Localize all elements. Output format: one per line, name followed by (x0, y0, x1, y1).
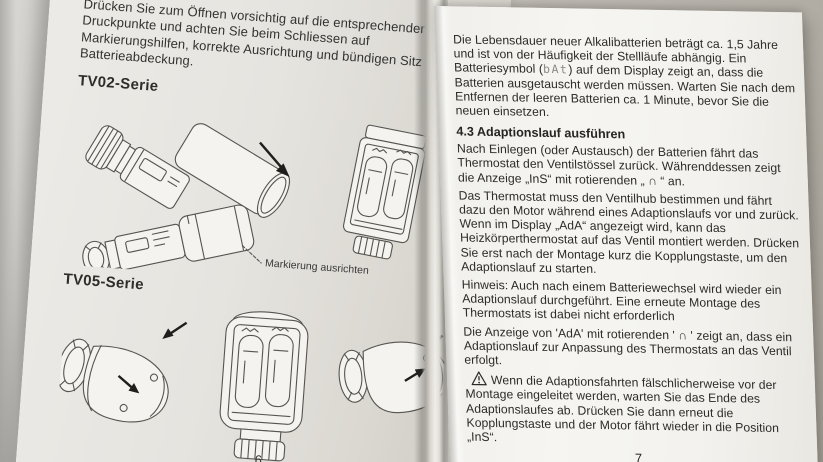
press-point-arrows-left (117, 321, 188, 394)
ada-display-paragraph: Die Anzeige von 'AdA' mit rotierenden ' … (463, 324, 793, 368)
tv02-thermostat-head-drawing (85, 124, 190, 209)
tv05-battery-compartment-drawing (219, 310, 309, 462)
insert-arrow-icon (259, 141, 290, 177)
tv02-line-drawing (82, 122, 427, 276)
warning-paragraph: Wenn die Adaptionsfahrten fälschlicherwe… (465, 371, 809, 450)
battery-symbol-text: bAt (542, 62, 569, 77)
tv02-diagram: Markierung ausrichten (64, 93, 476, 298)
left-page-number: 6 (254, 452, 263, 462)
tv02-battery-cover-drawing (174, 122, 291, 218)
right-page-content: Die Lebensdauer neuer Alkalibatterien be… (434, 6, 818, 462)
hinweis-paragraph: Hinweis: Auch nach einem Batteriewechsel… (461, 277, 782, 324)
warning-icon (471, 371, 487, 386)
battery-life-paragraph: Die Lebensdauer neuer Alkalibatterien be… (453, 32, 798, 123)
adaption-process-paragraph: Das Thermostat muss den Ventilhub bestim… (458, 188, 800, 276)
right-page-number: 7 (634, 450, 643, 462)
tv05-line-drawing (57, 310, 448, 462)
tv02-assembled-unit-drawing (82, 204, 255, 276)
tv05-device-left-drawing (57, 338, 169, 423)
warning-text: Wenn die Adaptionsfahrten fälschlicherwe… (465, 373, 780, 445)
tv02-battery-compartment-drawing (343, 124, 427, 260)
label-leader-line (241, 244, 262, 264)
tv05-diagram (51, 289, 462, 462)
adaption-intro-paragraph: Nach Einlegen (oder Austausch) der Batte… (456, 141, 781, 189)
right-page: Die Lebensdauer neuer Alkalibatterien be… (434, 6, 819, 462)
